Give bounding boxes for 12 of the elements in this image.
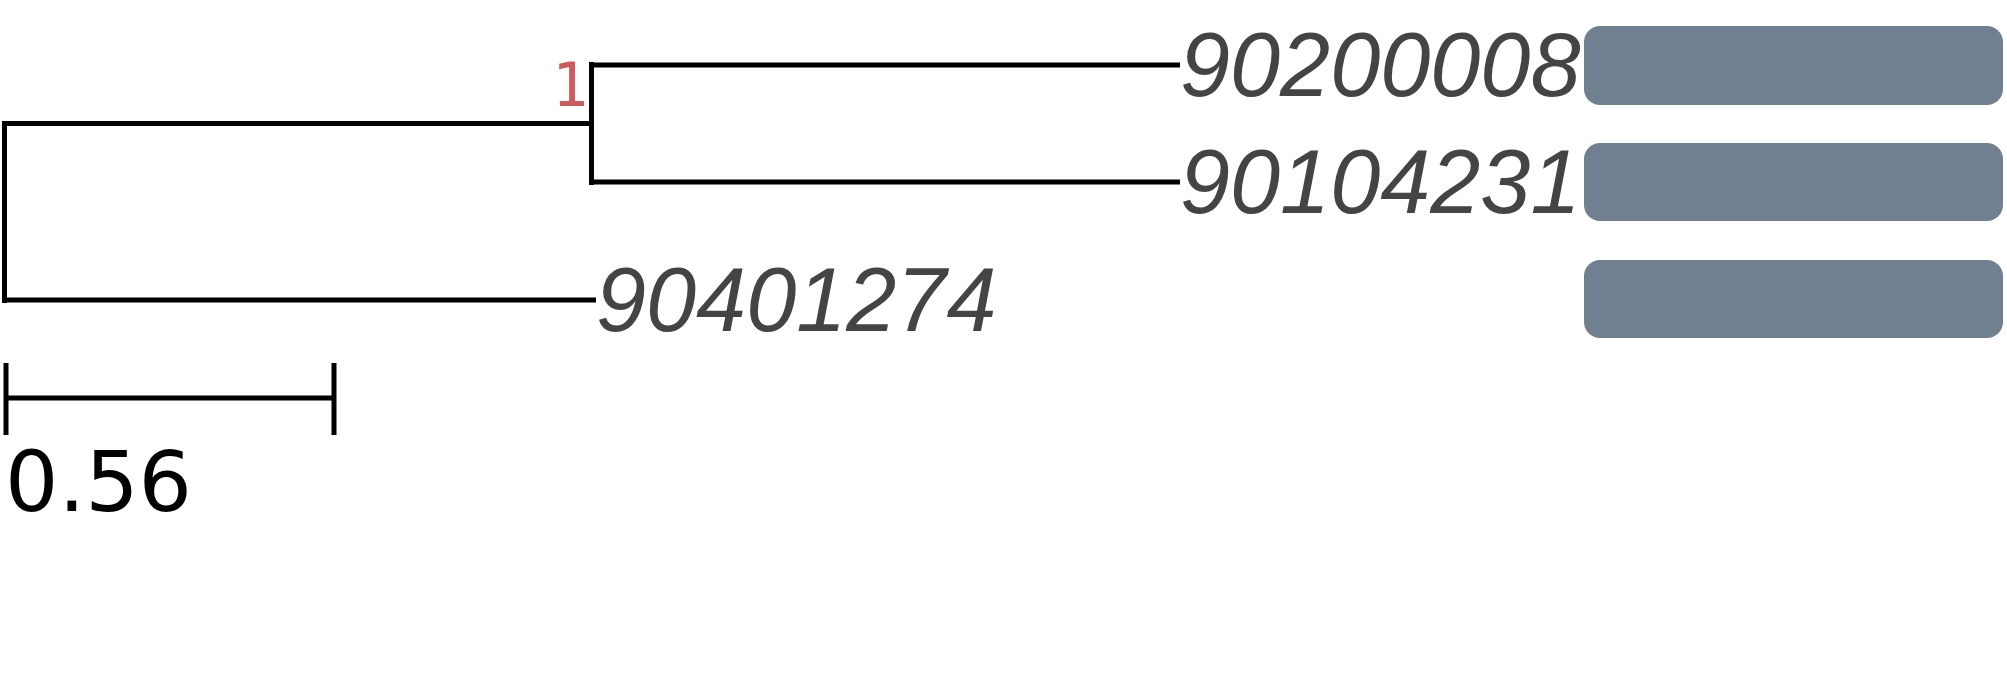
branch-line [594, 179, 1180, 185]
branch-line [7, 297, 596, 303]
scale-label: 0.56 [5, 440, 193, 524]
annotation-bar [1584, 260, 2003, 338]
taxon-label: 90104231 [1180, 137, 1581, 227]
annotation-bar [1584, 143, 2003, 221]
annotation-bar [1584, 26, 2003, 105]
branch-line [594, 62, 1180, 68]
taxon-label: 90200008 [1180, 20, 1581, 110]
taxon-label: 90401274 [596, 255, 997, 345]
branch-line [7, 121, 589, 126]
support-value: 1 [552, 55, 589, 115]
